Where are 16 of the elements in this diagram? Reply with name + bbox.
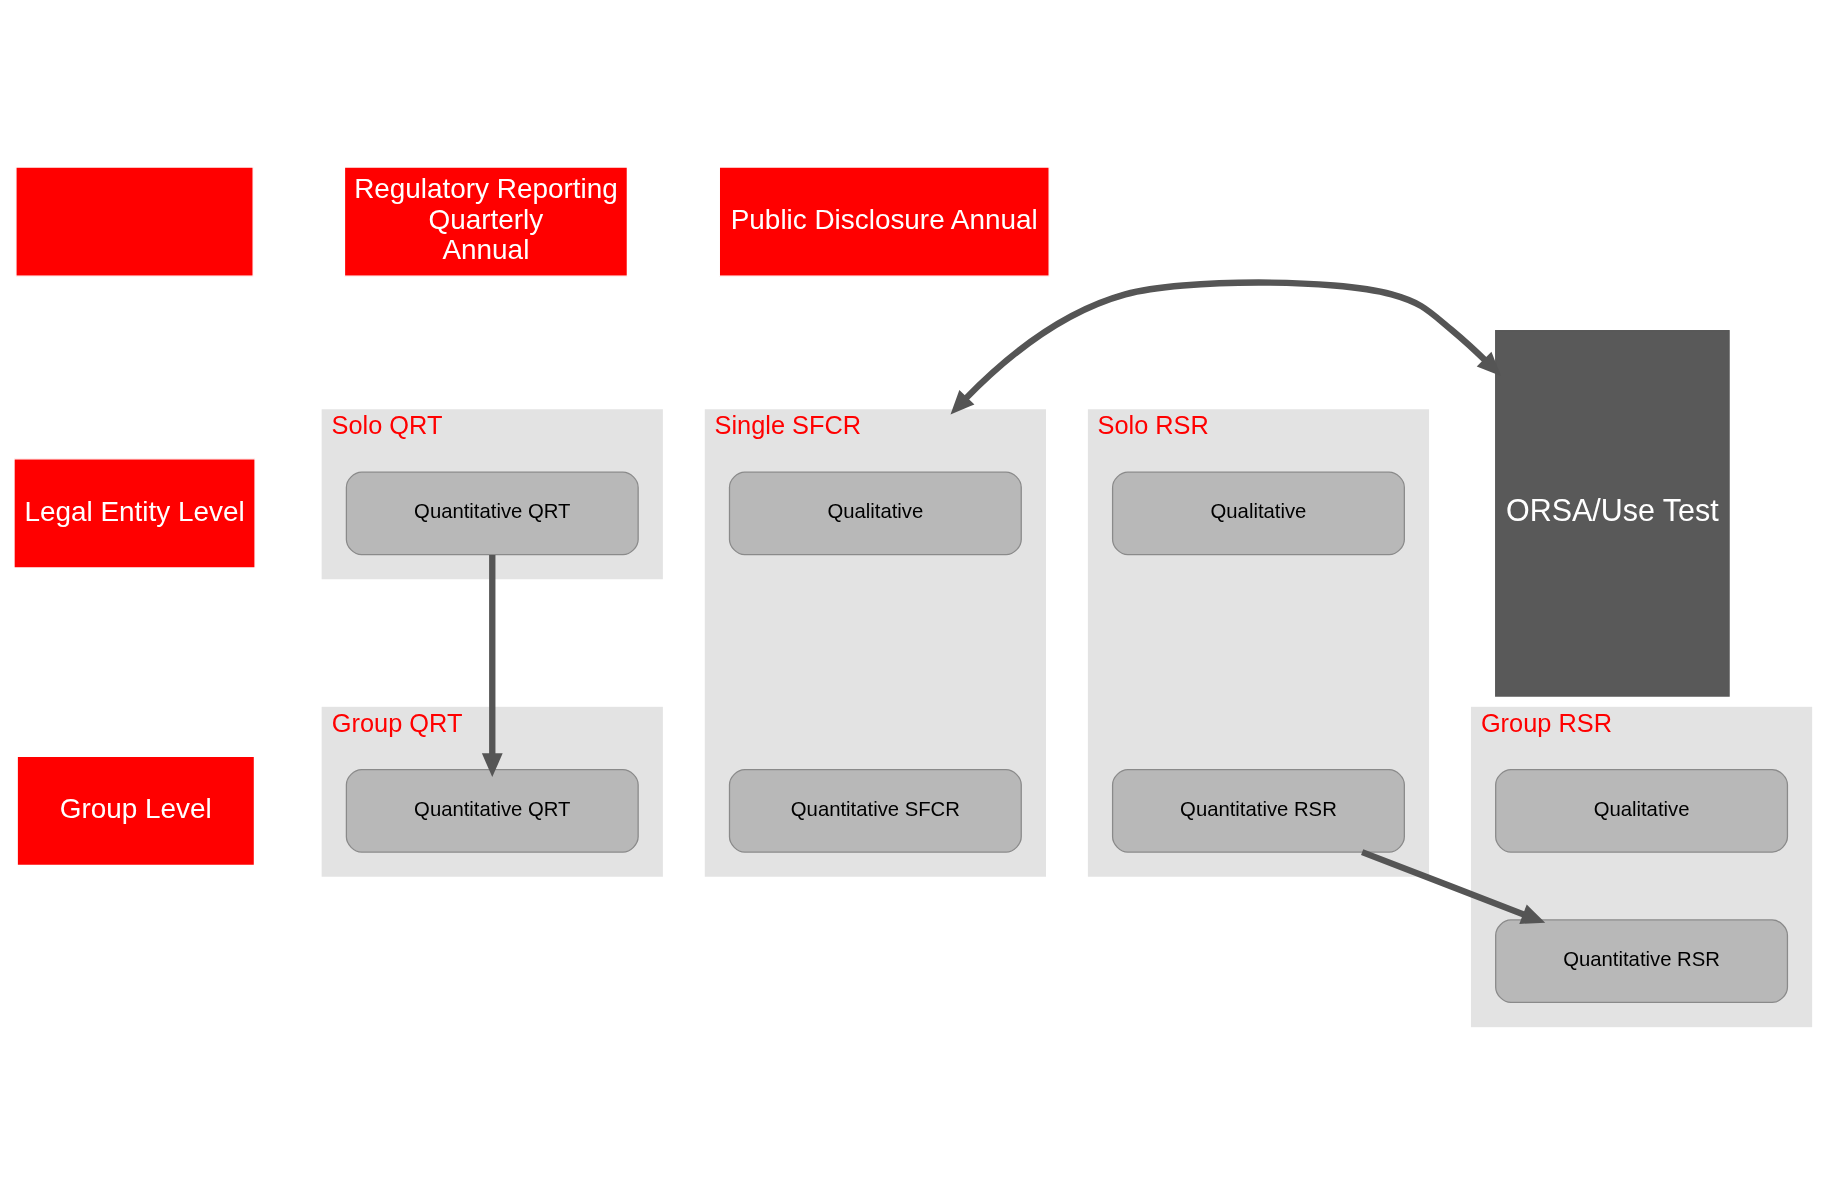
node-box: Qualitative [728, 471, 1022, 555]
arrow [1361, 848, 1546, 924]
node-box: Quantitative SFCR [728, 768, 1022, 853]
node-box: Quantitative RSR [1111, 768, 1405, 853]
node-box: Quantitative QRT [345, 768, 639, 853]
node-box [15, 165, 254, 277]
node-box: Qualitative [1111, 471, 1405, 555]
node-box: Quantitative QRT [345, 471, 639, 555]
node-box: ORSA/Use Test [1495, 329, 1730, 697]
node-box: Group Level [16, 755, 256, 866]
node-box: Qualitative [1495, 768, 1789, 853]
node-box: Regulatory Reporting Quarterly Annual [343, 165, 628, 277]
node-box: Quantitative RSR [1495, 918, 1789, 1003]
node-box: Public Disclosure Annual [718, 165, 1050, 277]
node-box: Legal Entity Level [13, 457, 256, 569]
arrow [481, 554, 503, 777]
